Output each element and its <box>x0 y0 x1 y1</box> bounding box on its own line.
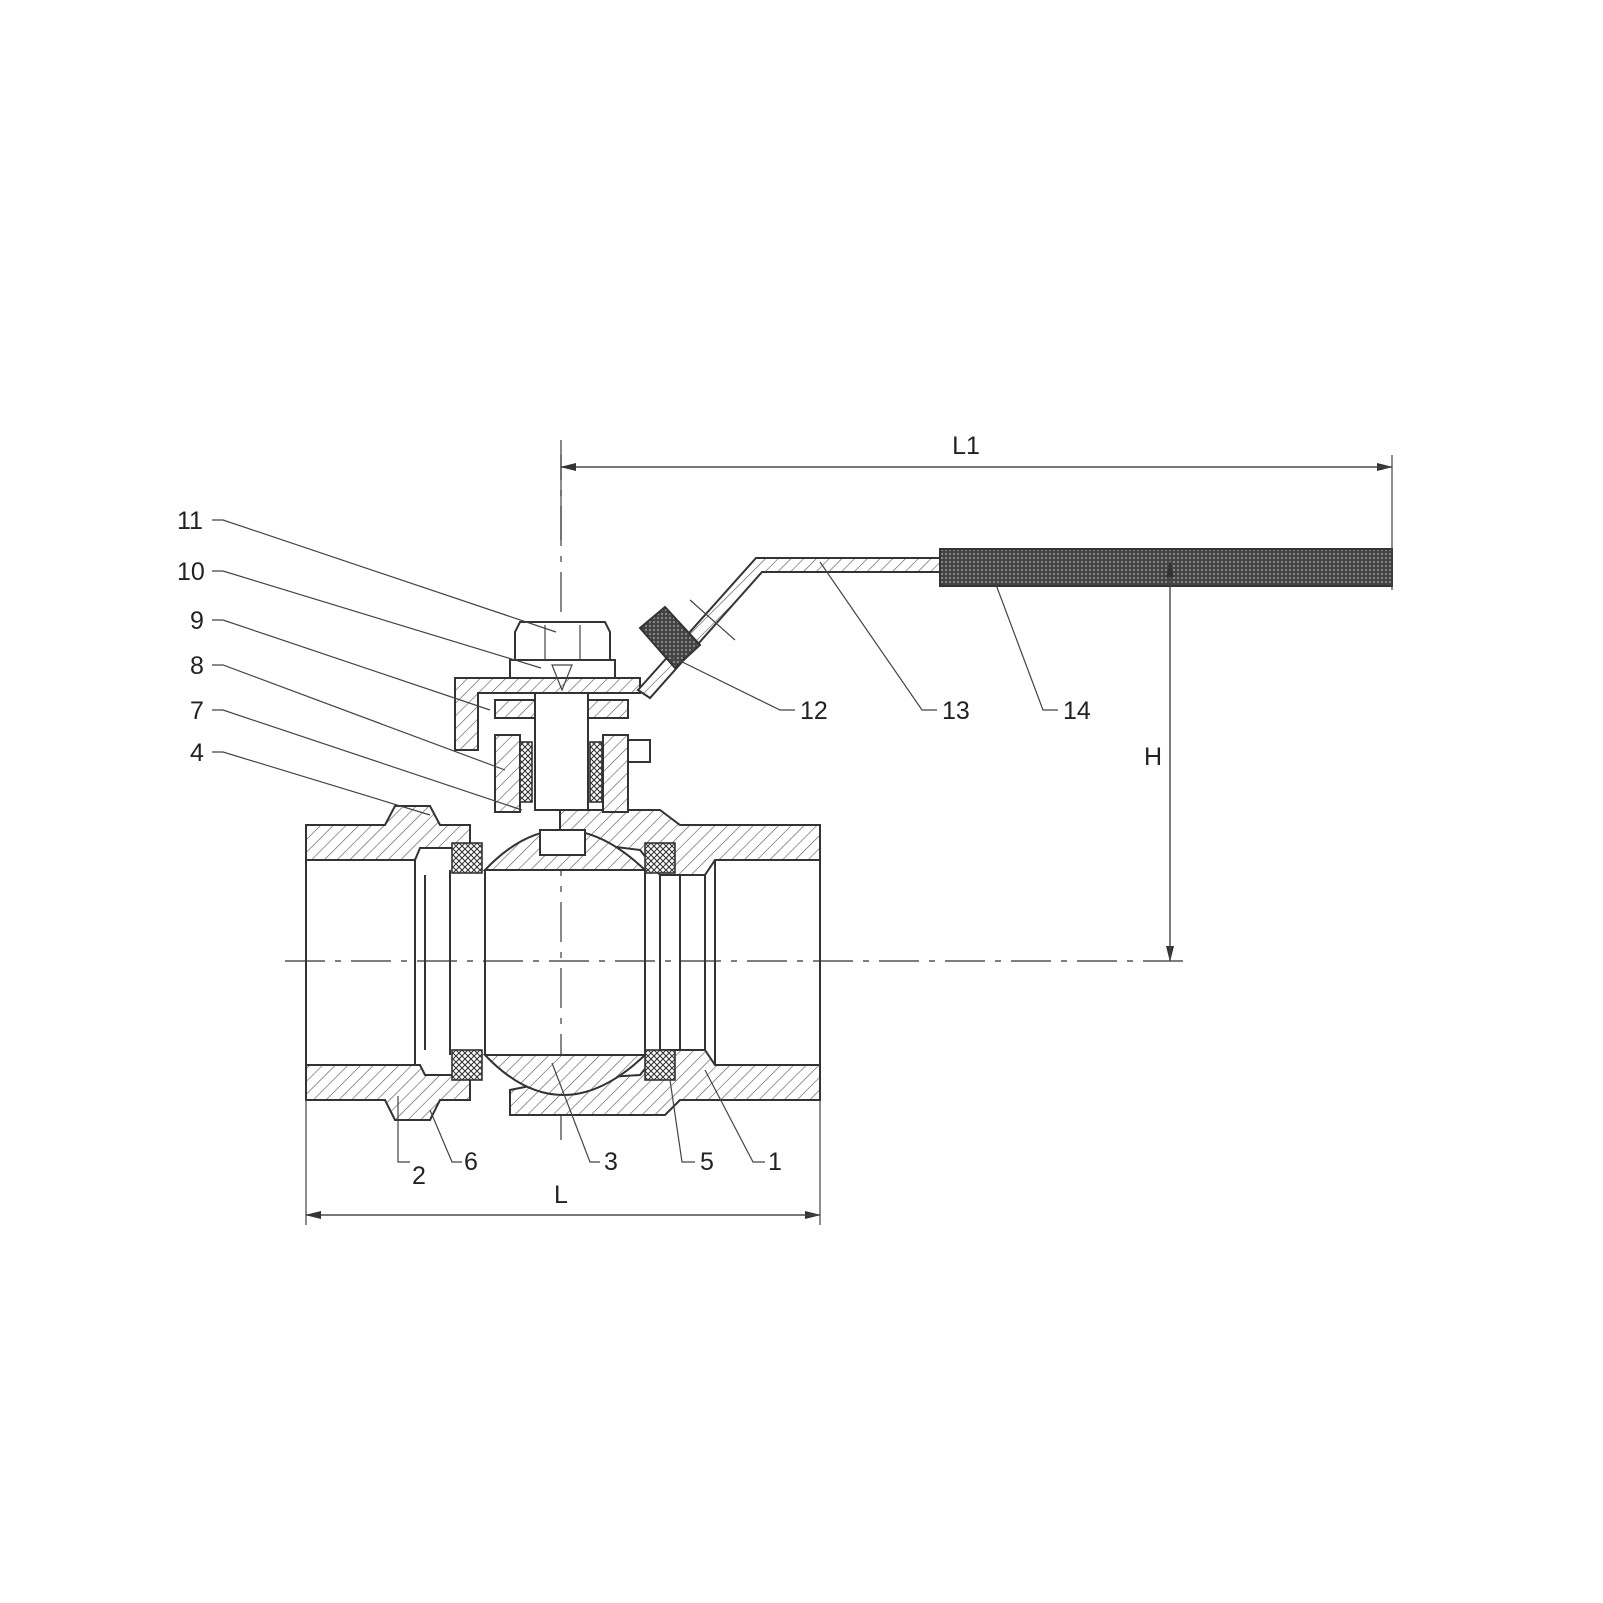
callout-3: 3 <box>604 1148 618 1176</box>
callout-1: 1 <box>768 1148 782 1176</box>
callout-5: 5 <box>700 1148 714 1176</box>
callout-2: 2 <box>412 1162 426 1190</box>
ball <box>482 829 648 1096</box>
callout-6: 6 <box>464 1148 478 1176</box>
dimension-l-label: L <box>554 1181 568 1209</box>
dimension-l <box>305 1100 821 1225</box>
dimension-h-label: H <box>1144 743 1162 771</box>
centre-lines <box>285 440 1185 1145</box>
dimension-l1 <box>560 455 1393 590</box>
callout-7: 7 <box>190 697 204 725</box>
ball-seats <box>451 842 676 1081</box>
callout-10: 10 <box>177 558 205 586</box>
end-connector <box>305 805 471 1121</box>
lever-handle <box>636 548 1393 700</box>
callout-9: 9 <box>190 607 204 635</box>
stem-assembly <box>454 621 651 813</box>
dimension-l1-label: L1 <box>952 432 980 460</box>
callout-12: 12 <box>800 697 828 725</box>
callout-14: 14 <box>1063 697 1091 725</box>
callout-8: 8 <box>190 652 204 680</box>
leader-lines <box>212 519 1058 1163</box>
callout-13: 13 <box>942 697 970 725</box>
callout-11: 11 <box>177 507 203 535</box>
callout-4: 4 <box>190 739 204 767</box>
